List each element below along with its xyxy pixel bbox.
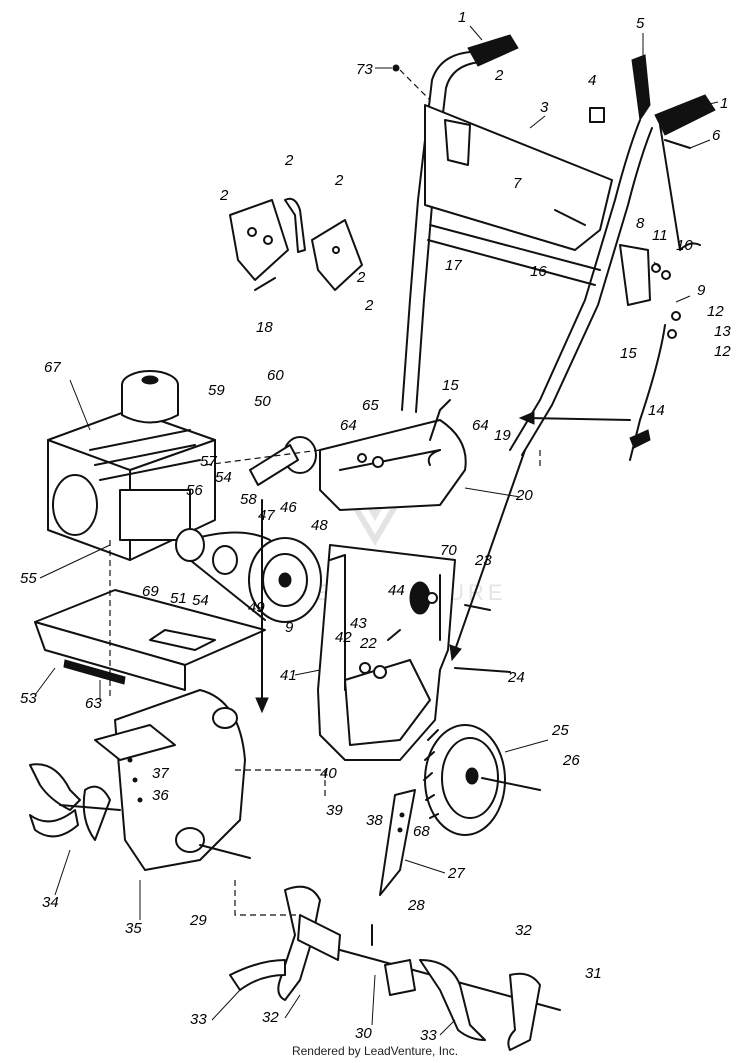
callout-48: 48 xyxy=(311,517,328,534)
callout-13: 13 xyxy=(714,323,731,340)
callout-33: 33 xyxy=(420,1027,437,1044)
callout-2: 2 xyxy=(356,269,366,286)
callout-7: 7 xyxy=(513,175,522,192)
callout-50: 50 xyxy=(254,393,271,410)
shield xyxy=(34,589,266,691)
callout-30: 30 xyxy=(355,1025,372,1042)
callout-12: 12 xyxy=(707,303,724,320)
callout-15: 15 xyxy=(620,345,637,362)
callouts: 1 1 2 2 2 2 2 2 3 4 5 6 7 8 9 9 10 11 12… xyxy=(20,9,731,1044)
callout-31: 31 xyxy=(585,965,602,982)
callout-1: 1 xyxy=(720,95,728,112)
drag-stake xyxy=(371,789,416,946)
callout-2: 2 xyxy=(219,187,229,204)
callout-44: 44 xyxy=(388,582,405,599)
callout-47: 47 xyxy=(258,507,275,524)
handle-panel xyxy=(424,104,613,251)
callout-3: 3 xyxy=(540,99,549,116)
handle-assembly xyxy=(392,34,716,662)
callout-54: 54 xyxy=(192,592,209,609)
callout-38: 38 xyxy=(366,812,383,829)
callout-9: 9 xyxy=(697,282,706,299)
callout-11: 11 xyxy=(652,227,668,244)
engine xyxy=(47,370,216,561)
callout-17: 17 xyxy=(445,257,462,274)
frame-assembly xyxy=(317,544,511,761)
callout-29: 29 xyxy=(189,912,207,929)
callout-18: 18 xyxy=(256,319,273,336)
callout-51: 51 xyxy=(170,590,187,607)
callout-25: 25 xyxy=(551,722,569,739)
callout-64: 64 xyxy=(340,417,357,434)
callout-54: 54 xyxy=(215,469,232,486)
bracket-8 xyxy=(619,244,651,306)
callout-10: 10 xyxy=(676,237,693,254)
callout-19: 19 xyxy=(494,427,511,444)
tines-right xyxy=(229,885,561,1051)
callout-63: 63 xyxy=(85,695,102,712)
callout-2: 2 xyxy=(334,172,344,189)
callout-70: 70 xyxy=(440,542,457,559)
callout-34: 34 xyxy=(42,894,59,911)
callout-2: 2 xyxy=(494,67,504,84)
callout-69: 69 xyxy=(142,583,159,600)
callout-28: 28 xyxy=(407,897,425,914)
callout-32: 32 xyxy=(515,922,532,939)
callout-5: 5 xyxy=(636,15,645,32)
callout-42: 42 xyxy=(335,629,352,646)
callout-55: 55 xyxy=(20,570,37,587)
callout-22: 22 xyxy=(359,635,377,652)
callout-73: 73 xyxy=(356,61,373,78)
callout-8: 8 xyxy=(636,215,645,232)
callout-2: 2 xyxy=(364,297,374,314)
wheel xyxy=(423,724,541,836)
callout-56: 56 xyxy=(186,482,203,499)
callout-68: 68 xyxy=(413,823,430,840)
belt-cover xyxy=(319,399,467,511)
throttle-lever xyxy=(631,54,651,122)
callout-20: 20 xyxy=(515,487,533,504)
callout-40: 40 xyxy=(320,765,337,782)
callout-24: 24 xyxy=(507,669,525,686)
callout-36: 36 xyxy=(152,787,169,804)
callout-23: 23 xyxy=(474,552,492,569)
control-brackets xyxy=(229,197,363,291)
transmission xyxy=(94,689,251,871)
callout-60: 60 xyxy=(267,367,284,384)
leader-lines xyxy=(34,25,719,1036)
callout-12: 12 xyxy=(714,343,731,360)
callout-37: 37 xyxy=(152,765,169,782)
callout-4: 4 xyxy=(588,72,596,89)
callout-2: 2 xyxy=(284,152,294,169)
callout-27: 27 xyxy=(447,865,465,882)
grip-left xyxy=(467,34,519,67)
callout-43: 43 xyxy=(350,615,367,632)
callout-26: 26 xyxy=(562,752,580,769)
callout-64: 64 xyxy=(472,417,489,434)
tines-left xyxy=(29,763,121,841)
callout-67: 67 xyxy=(44,359,61,376)
callout-16: 16 xyxy=(530,263,547,280)
grip-right xyxy=(654,94,716,136)
callout-35: 35 xyxy=(125,920,142,937)
callout-58: 58 xyxy=(240,491,257,508)
callout-53: 53 xyxy=(20,690,37,707)
callout-59: 59 xyxy=(208,382,225,399)
callout-39: 39 xyxy=(326,802,343,819)
callout-49: 49 xyxy=(248,599,265,616)
callout-65: 65 xyxy=(362,397,379,414)
callout-9: 9 xyxy=(285,619,294,636)
assembly-lines xyxy=(109,69,541,916)
callout-41: 41 xyxy=(280,667,297,684)
callout-46: 46 xyxy=(280,499,297,516)
callout-33: 33 xyxy=(190,1011,207,1028)
callout-6: 6 xyxy=(712,127,721,144)
callout-32: 32 xyxy=(262,1009,279,1026)
callout-1: 1 xyxy=(458,9,466,26)
footer-credit: Rendered by LeadVenture, Inc. xyxy=(291,1044,459,1058)
callout-15: 15 xyxy=(442,377,459,394)
callout-14: 14 xyxy=(648,402,665,419)
callout-57: 57 xyxy=(200,453,217,470)
